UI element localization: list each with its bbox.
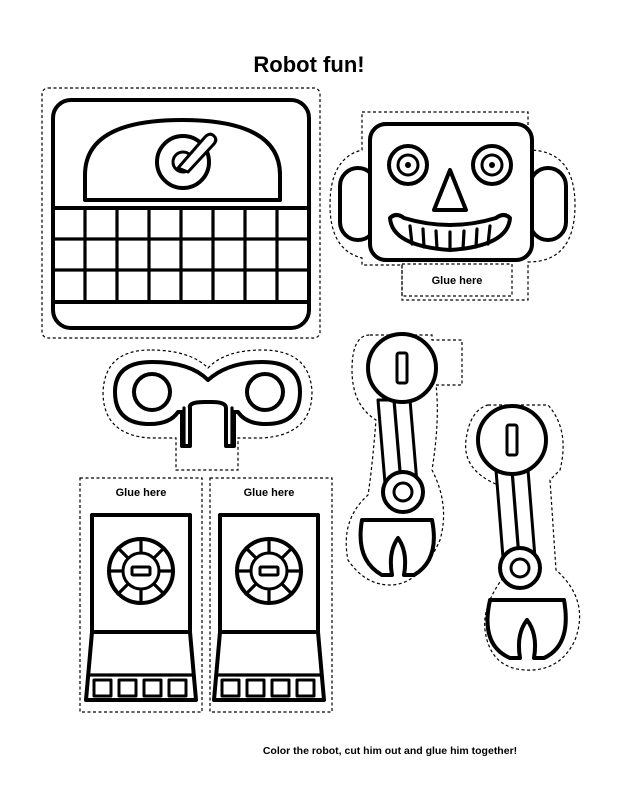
left-eye-icon bbox=[387, 144, 429, 186]
robot-right-arm-piece[interactable] bbox=[465, 404, 581, 671]
nose-icon bbox=[432, 168, 468, 212]
wheel-icon bbox=[107, 537, 175, 605]
robot-body-piece[interactable] bbox=[41, 87, 321, 339]
shoulder-slot-icon bbox=[505, 423, 519, 457]
wheel-icon bbox=[235, 537, 303, 605]
robot-head-piece[interactable]: Glue here bbox=[329, 111, 576, 301]
left-leg-glue-label: Glue here bbox=[116, 487, 167, 499]
right-leg-glue-label: Glue here bbox=[244, 487, 295, 499]
mouth-icon bbox=[388, 213, 512, 252]
shoulder-slot-icon bbox=[395, 351, 409, 385]
robot-neck-piece[interactable] bbox=[102, 349, 313, 471]
robot-right-leg-piece[interactable]: Glue here bbox=[209, 477, 333, 713]
instructions-text: Color the robot, cut him out and glue hi… bbox=[262, 745, 518, 757]
right-eye-icon bbox=[471, 144, 513, 186]
page-title: Robot fun! bbox=[253, 52, 365, 77]
dial-icon bbox=[155, 132, 218, 190]
robot-left-arm-piece[interactable] bbox=[345, 332, 463, 586]
head-glue-label: Glue here bbox=[432, 275, 483, 287]
robot-left-leg-piece[interactable]: Glue here bbox=[79, 477, 203, 713]
control-grid bbox=[51, 206, 311, 304]
